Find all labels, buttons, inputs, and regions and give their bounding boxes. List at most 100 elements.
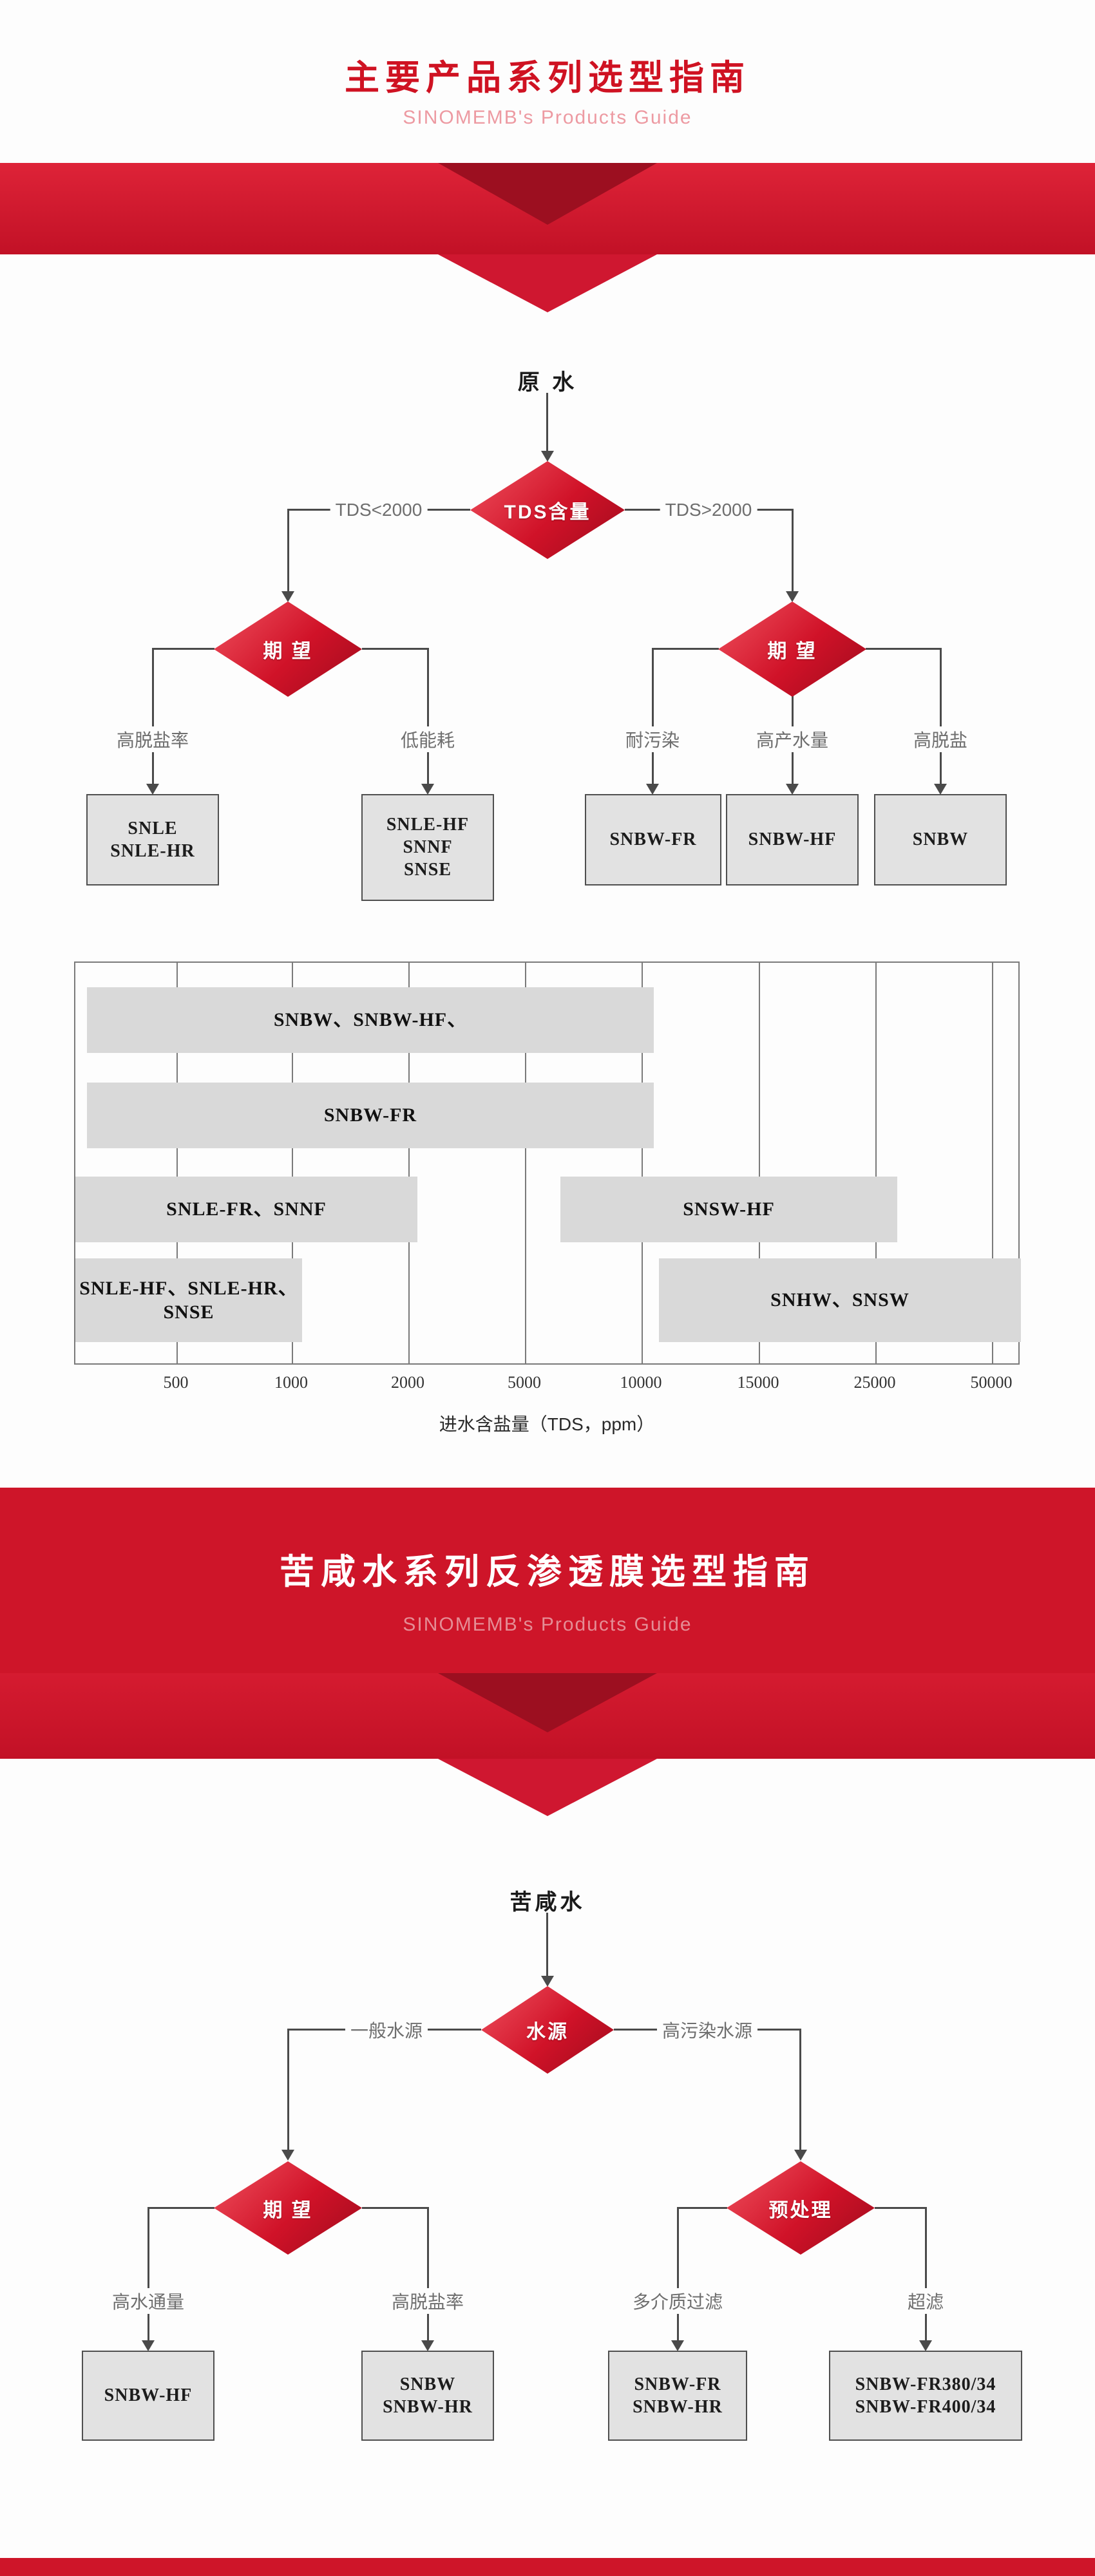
arrowhead-down-icon (646, 784, 659, 795)
product-box-snbw: SNBW (874, 794, 1007, 886)
criterion-low-energy: 低能耗 (395, 726, 461, 752)
ribbon-notch-shape (438, 163, 657, 225)
criterion-multimedia-filter: 多介质过滤 (627, 2288, 728, 2314)
product-line: SNBW (399, 2374, 456, 2394)
connector-line (427, 2207, 429, 2341)
section1-title: 主要产品系列选型指南 (345, 59, 750, 97)
decision-expectation-right: 期 望 (718, 601, 866, 697)
connector-line (287, 509, 289, 594)
condition-polluted-source: 高污染水源 (656, 2017, 758, 2043)
bar-label: SNLE-HF、SNLE-HR、 (79, 1277, 298, 1299)
gridline (642, 963, 643, 1363)
bottom-banner-edge (0, 2558, 1095, 2576)
gridline (992, 963, 993, 1363)
connector-line (287, 2029, 289, 2151)
product-box-snbw-fr: SNBW-FR (585, 794, 721, 886)
product-line: SNLE-HF (386, 815, 470, 835)
arrowhead-down-icon (541, 1976, 554, 1987)
bar-label: SNLE-FR、SNNF (166, 1198, 327, 1220)
arrowhead-down-icon (671, 2340, 684, 2351)
connector-line (677, 2207, 679, 2341)
gridline (525, 963, 526, 1363)
product-line: SNBW-FR (609, 829, 697, 849)
product-line: SNBW-HR (633, 2396, 723, 2417)
product-line: SNBW-HF (104, 2385, 193, 2405)
connector-line (866, 648, 941, 650)
arrowhead-down-icon (541, 451, 554, 462)
section2-subtitle: SINOMEMB's Products Guide (403, 1614, 692, 1635)
criterion-fouling-resistant: 耐污染 (620, 726, 685, 752)
criterion-high-flow: 高产水量 (750, 726, 834, 752)
decision-label: 期 望 (263, 641, 313, 662)
x-axis-label: 进水含盐量（TDS，ppm） (439, 1414, 655, 1434)
product-line: SNBW-FR400/34 (855, 2396, 996, 2417)
product-line: SNBW-FR380/34 (855, 2374, 996, 2394)
chart-plot-area: SNBW、SNBW-HF、 SNBW-FR SNLE-FR、SNNF SNSW-… (74, 961, 1021, 1365)
bar-label: SNBW、SNBW-HF、 (273, 1009, 468, 1031)
gridline (759, 963, 760, 1363)
decision-water-source: 水源 (481, 1986, 614, 2074)
bar-label: SNBW-FR (323, 1104, 417, 1126)
decision-tds-label: TDS含量 (504, 502, 591, 523)
criterion-high-rejection: 高脱盐率 (386, 2288, 470, 2314)
product-box-snle-hf: SNLE-HF SNNF SNSE (361, 794, 494, 901)
tick-5000: 5000 (508, 1373, 541, 1392)
gridline (176, 963, 178, 1363)
bar-snhw-snsw: SNHW、SNSW (659, 1258, 1021, 1342)
arrowhead-down-icon (421, 784, 434, 795)
bar-snle-fr-snnf: SNLE-FR、SNNF (75, 1177, 417, 1242)
connector-line (875, 2207, 926, 2209)
section2-title-block (0, 1488, 1095, 1673)
connector-line (799, 2029, 801, 2151)
condition-tds-high: TDS>2000 (660, 500, 757, 520)
arrowhead-down-icon (281, 2150, 294, 2161)
connector-line (546, 1913, 548, 1977)
connector-line (152, 648, 154, 786)
product-line: SNSE (403, 860, 452, 880)
product-line: SNNF (403, 837, 453, 857)
tick-25000: 25000 (853, 1373, 896, 1392)
product-box-snle: SNLE SNLE-HR (86, 794, 219, 886)
product-line: SNLE (128, 818, 178, 838)
connector-line (362, 648, 428, 650)
tick-50000: 50000 (970, 1373, 1013, 1392)
connector-line (652, 648, 719, 650)
criterion-ultrafiltration: 超滤 (902, 2288, 949, 2314)
bar-label: SNHW、SNSW (770, 1289, 909, 1311)
criterion-high-rejection: 高脱盐率 (111, 726, 195, 752)
connector-line (148, 2207, 214, 2209)
decision-label: 水源 (526, 2022, 569, 2043)
connector-line (792, 509, 794, 594)
connector-line (652, 648, 654, 786)
decision-pretreatment: 预处理 (727, 2161, 875, 2255)
section2-title: 苦咸水系列反渗透膜选型指南 (280, 1553, 815, 1591)
arrowhead-down-icon (934, 784, 947, 795)
criterion-high-flux: 高水通量 (106, 2288, 190, 2314)
connector-line (153, 648, 214, 650)
tick-500: 500 (163, 1373, 189, 1392)
arrowhead-down-icon (786, 784, 799, 795)
connector-line (678, 2207, 727, 2209)
tick-15000: 15000 (737, 1373, 779, 1392)
connector-line (940, 648, 942, 786)
tick-1000: 1000 (274, 1373, 308, 1392)
chevron-down-shape (438, 1759, 657, 1816)
gridline (875, 963, 877, 1363)
arrowhead-down-icon (919, 2340, 932, 2351)
product-box-snbw-fr-snbw-hr: SNBW-FR SNBW-HR (608, 2351, 747, 2441)
product-line: SNBW-HF (748, 829, 837, 849)
decision-label: 预处理 (768, 2199, 833, 2221)
flow2-source-label: 苦咸水 (509, 1890, 586, 1915)
product-line: SNBW-HR (383, 2396, 473, 2417)
decision-label: 期 望 (767, 641, 817, 662)
condition-tds-low: TDS<2000 (330, 500, 428, 520)
arrowhead-down-icon (281, 591, 294, 602)
decision-expectation: 期 望 (214, 2161, 362, 2255)
product-box-snbw-fr380-400: SNBW-FR380/34 SNBW-FR400/34 (829, 2351, 1022, 2441)
section1-ribbon-banner (0, 163, 1095, 312)
arrowhead-down-icon (794, 2150, 807, 2161)
connector-line (925, 2207, 927, 2341)
arrowhead-down-icon (146, 784, 159, 795)
product-line: SNLE-HR (110, 840, 195, 861)
